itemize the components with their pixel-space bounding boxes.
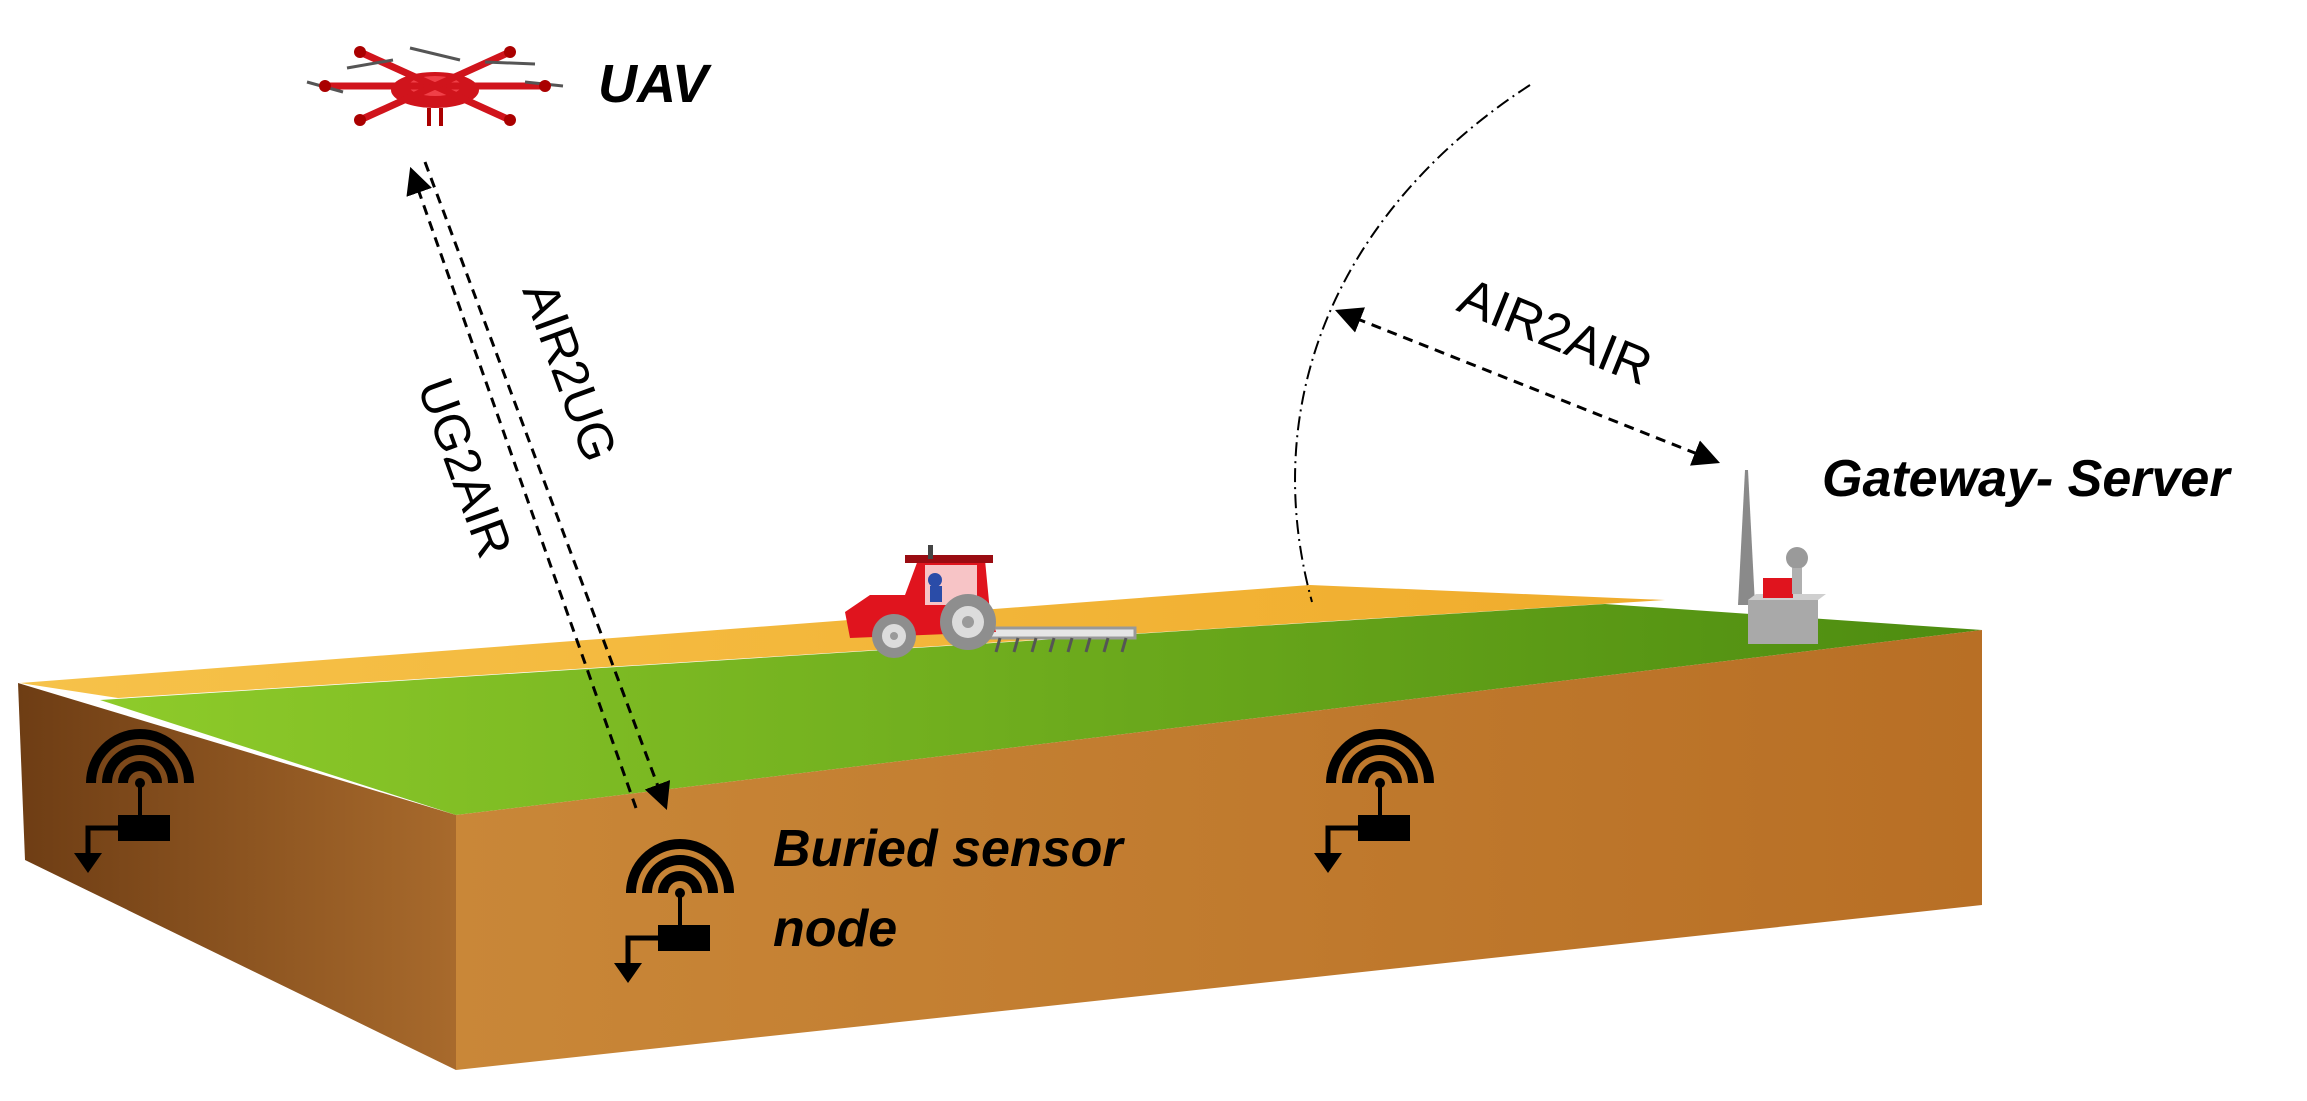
gateway-server [1738,470,1826,644]
uav-label: UAV [598,54,712,114]
uav-drone [306,46,564,126]
ug2air-label: UG2AIR [407,371,523,565]
buried-sensor-label-line2: node [773,900,897,958]
gateway-server-label: Gateway- Server [1822,450,2232,508]
air2ug-link-arrow [423,161,671,811]
air2air-label: AIR2AIR [1451,267,1660,397]
ug2air-link-arrow [406,166,638,809]
buried-sensor-label: Buried sensor [773,820,1125,878]
crop-strip [20,585,1665,698]
grass-field [100,604,1982,815]
tractor [845,545,1137,658]
soil-front-face [456,630,1982,1070]
coverage-arc [1294,84,1531,603]
